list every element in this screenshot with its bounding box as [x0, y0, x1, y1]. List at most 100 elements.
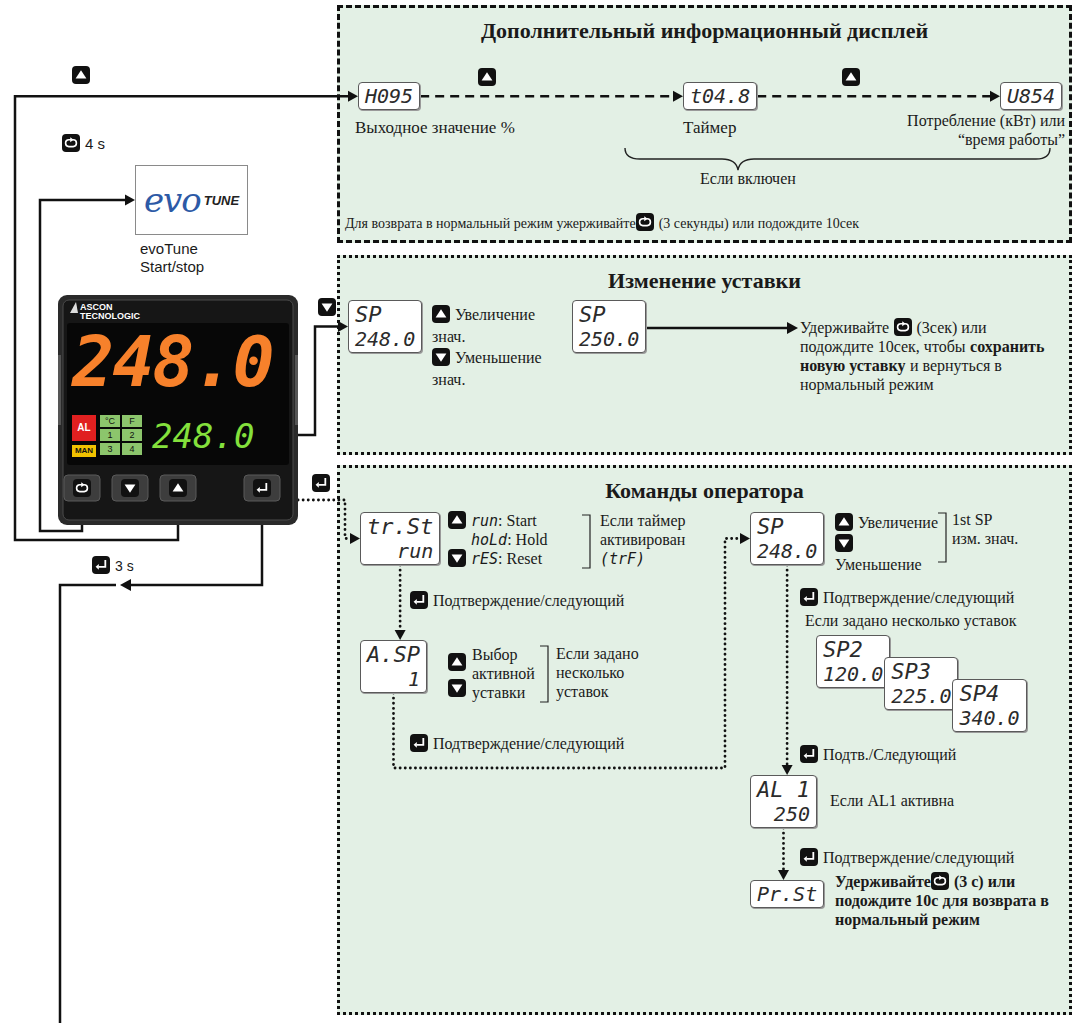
key-icon	[800, 588, 818, 606]
panel-title: Изменение уставки	[340, 268, 1069, 294]
display-box: SP248.0	[750, 512, 824, 565]
display-text: Pr.St	[757, 883, 817, 905]
up-key	[432, 305, 450, 323]
connector-line	[786, 565, 789, 766]
key-icon	[636, 213, 654, 231]
arrow-head	[778, 870, 789, 880]
down-key-icon	[448, 549, 466, 567]
connector-line	[298, 327, 339, 435]
key-icon	[478, 68, 496, 86]
device-display-text: F	[122, 415, 142, 427]
enter-key	[800, 745, 818, 763]
label-group: Потребление (кВт) или “время работы”	[870, 112, 1065, 150]
arrow-head	[787, 322, 798, 334]
panel-title: Дополнительный информационный дисплей	[340, 18, 1069, 44]
arrow-head	[348, 91, 358, 102]
segment-code: hoLd	[471, 531, 507, 549]
annotation-text: Подтверждение/следующий	[823, 589, 1014, 606]
arrow-head	[782, 765, 793, 775]
loop-key-icon	[62, 134, 80, 152]
annotation-text: Если задано несколько уставок	[556, 645, 639, 700]
label-group	[72, 66, 95, 86]
key-icon	[318, 298, 336, 316]
wire	[60, 585, 116, 1023]
label-group	[842, 68, 865, 88]
annotation-text: Выходное значение %	[355, 118, 515, 137]
loop-key-icon	[636, 213, 654, 231]
key-icon	[432, 348, 450, 366]
down-key	[448, 679, 466, 697]
wire	[131, 525, 262, 585]
loop-key-icon	[931, 872, 949, 890]
display-box: U854	[1000, 82, 1062, 110]
enter-key	[92, 556, 110, 574]
key-icon	[410, 591, 428, 609]
label-group: Выбор активной уставки	[472, 646, 542, 703]
panel-fill	[337, 255, 1072, 455]
label-group	[448, 650, 472, 701]
device-display-text: 4	[122, 443, 142, 455]
display-text: AL 1	[757, 778, 810, 803]
display-box: SP3225.0	[884, 657, 958, 710]
label-group	[318, 298, 341, 318]
connector-arrow	[15, 91, 358, 540]
label-group: run: StarthoLd: HoldrES: Reset	[448, 511, 580, 569]
annotation-text: Для возврата в нормальный режим ужержива…	[345, 216, 636, 231]
panel-fill	[337, 465, 1072, 1015]
display-text: 120.0	[823, 663, 883, 685]
key-icon	[312, 474, 330, 492]
evotune-logo-box: evoTUNE	[135, 165, 248, 235]
device-display-text: ASCON TECNOLOGIC	[80, 303, 160, 322]
panel-fill	[337, 5, 1072, 243]
connector-arrow	[782, 565, 793, 775]
label-group: Подтверждение/следующий	[410, 591, 624, 611]
annotation-text: Подтверждение/следующий	[823, 849, 1014, 866]
enter-key-icon	[253, 479, 271, 497]
display-text: 340.0	[959, 707, 1019, 729]
down-key	[318, 298, 336, 316]
loop-key	[931, 872, 949, 890]
connector-line	[393, 539, 741, 768]
enter-key-icon	[800, 588, 818, 606]
down-key-icon	[448, 679, 466, 697]
annotation-text: : Start	[498, 512, 537, 529]
brace	[625, 148, 1050, 170]
key-icon	[842, 68, 860, 86]
bracket	[938, 513, 946, 562]
annotation-text: : Hold	[507, 531, 547, 548]
down-key-icon	[121, 479, 139, 497]
annotation-text: Если таймер активирован	[600, 512, 686, 548]
annotation-text: Если AL1 активна	[830, 792, 954, 809]
segment-code: run	[471, 512, 498, 530]
label-group: Подтверждение/следующий	[410, 734, 624, 754]
down-key-icon	[432, 348, 450, 366]
arrow-head	[395, 630, 406, 640]
annotation-text: Увеличение	[858, 514, 938, 531]
annotation-text: Подтв./Следующий	[823, 746, 956, 763]
key-icon	[62, 134, 80, 152]
segment-code: rES	[471, 550, 498, 568]
annotation-text: Таймер	[683, 118, 736, 137]
up-key-icon	[448, 511, 466, 529]
connector-arrow	[298, 500, 360, 544]
loop-key-icon	[73, 479, 91, 497]
label-group: Увеличение знач.Уменьшение знач.	[432, 304, 572, 390]
display-text: SP	[757, 515, 817, 540]
connector-line	[420, 95, 674, 98]
down-key-icon	[318, 298, 336, 316]
annotation-text: 3 s	[115, 558, 134, 574]
device-display-text: 1	[100, 429, 120, 441]
key-icon	[931, 872, 949, 890]
annotation-text: Удерживайте	[835, 873, 931, 890]
connector-arrow	[393, 533, 750, 768]
connector-line	[298, 500, 351, 539]
connector-arrow	[757, 91, 1000, 102]
enter-key-icon	[800, 745, 818, 763]
logo-text: TUNE	[204, 193, 239, 208]
arrow-head	[673, 91, 683, 102]
device-display-text: 248.0	[152, 419, 254, 453]
annotation-text: Если включен	[700, 170, 796, 187]
display-box: SP2120.0	[816, 635, 890, 688]
display-text: U854	[1007, 85, 1055, 107]
enter-key	[800, 588, 818, 606]
